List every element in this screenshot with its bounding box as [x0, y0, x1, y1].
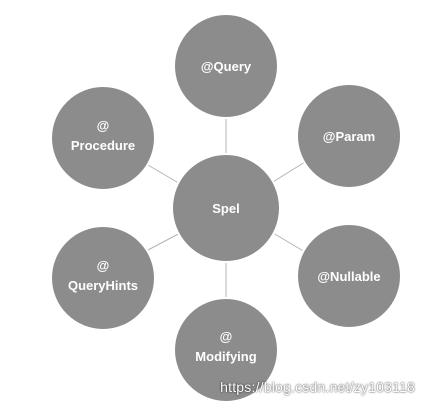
- connector-param: [267, 161, 306, 186]
- node-nullable-circle: [296, 223, 402, 329]
- node-query-circle: [173, 13, 279, 119]
- node-query: @Query: [173, 13, 279, 119]
- connector-procedure: [147, 164, 183, 186]
- center-node-circle: [171, 153, 281, 263]
- center-node-label: Spel: [212, 201, 239, 216]
- node-queryhints-at: @: [97, 258, 110, 273]
- node-nullable-label: @Nullable: [317, 269, 380, 284]
- node-nullable: @Nullable: [296, 223, 402, 329]
- connector-queryhints: [147, 231, 183, 251]
- node-queryhints-circle: [50, 225, 156, 331]
- node-procedure-at: @: [97, 118, 110, 133]
- center-node-spel: Spel: [171, 153, 281, 263]
- node-modifying-at: @: [220, 329, 233, 344]
- node-param: @Param: [296, 83, 402, 189]
- node-param-circle: [296, 83, 402, 189]
- node-query-label: @Query: [201, 59, 252, 74]
- node-queryhints: @ QueryHints: [50, 225, 156, 331]
- node-procedure: @ Procedure: [50, 85, 156, 191]
- node-modifying-label: Modifying: [195, 349, 256, 364]
- watermark-url: https://blog.csdn.net/zy103118: [220, 379, 415, 395]
- node-procedure-circle: [50, 85, 156, 191]
- node-param-label: @Param: [323, 129, 375, 144]
- node-modifying-circle: [173, 297, 279, 403]
- node-procedure-label: Procedure: [71, 138, 135, 153]
- node-queryhints-label: QueryHints: [68, 278, 138, 293]
- node-modifying: @ Modifying: [173, 297, 279, 403]
